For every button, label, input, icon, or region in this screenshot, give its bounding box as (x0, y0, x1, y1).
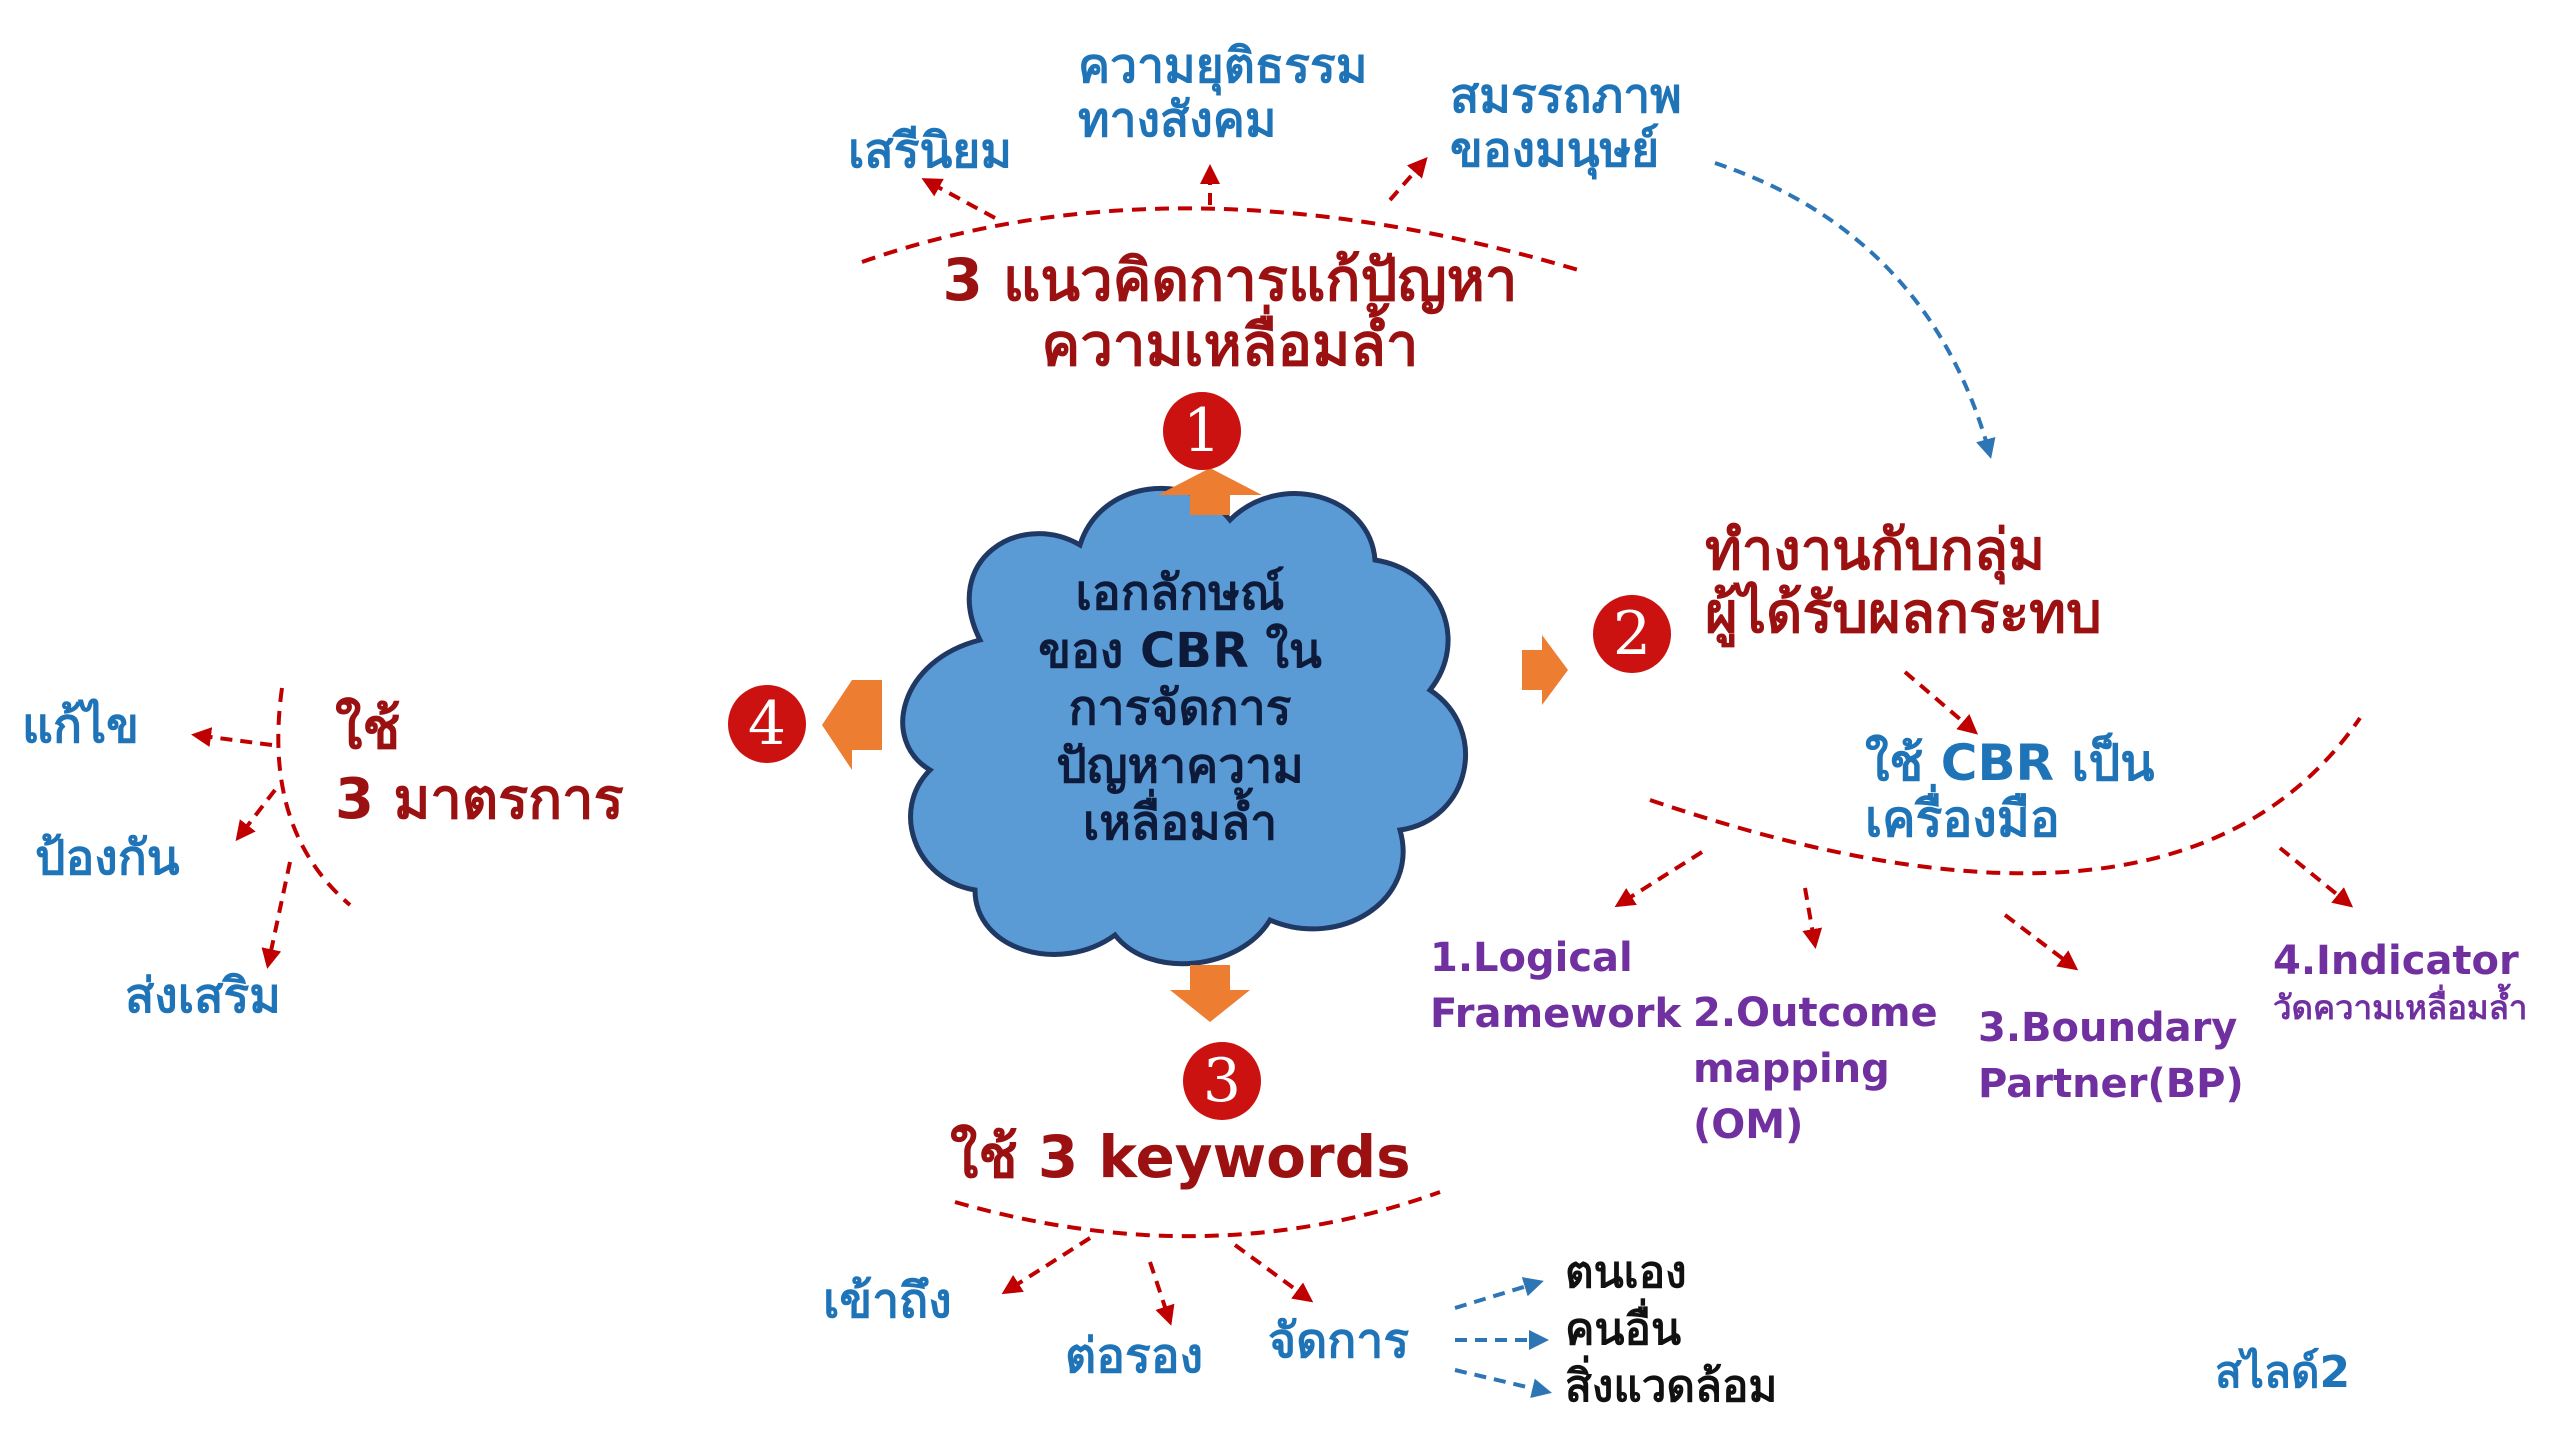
center-line: เอกลักษณ์ (1075, 565, 1285, 621)
tool-outcome-mapping: 2.Outcome mapping (OM) (1693, 990, 1938, 1148)
manage-target-others: คนอื่น (1565, 1304, 1682, 1355)
section4-number-badge: 4 (728, 685, 806, 763)
arrow-to-tool-logical-framework (1614, 850, 1704, 908)
arrow-to-tool-boundary-partner (2003, 913, 2079, 971)
center-line: ของ CBR ใน (1038, 622, 1322, 679)
section1-dashed-arc (861, 206, 1586, 274)
keyword-access: เข้าถึง (823, 1273, 952, 1329)
arrow-to-measure-prevent (235, 788, 277, 842)
section3-number-badge: 3 (1183, 1042, 1261, 1120)
arrow-to-tool-outcome-mapping (1802, 887, 1823, 949)
section1-number-badge: 1 (1163, 392, 1241, 470)
arrow-to-concept-liberalism (921, 178, 996, 220)
arrow-capability-to-section2 (1714, 161, 1996, 459)
arrow-to-keyword-access (1001, 1236, 1092, 1295)
arrow-to-manage-self (1454, 1277, 1544, 1310)
arrow-down-to-section3 (1170, 965, 1250, 1022)
arrow-right-to-section2 (1522, 635, 1568, 705)
cbr-tool-label: ใช้ CBR เป็น เครื่องมือ (1865, 734, 2155, 848)
slide-number-label: สไลด์2 (2215, 1347, 2351, 1398)
arrow-to-tool-indicator (2278, 846, 2354, 908)
arrow-to-measure-promote (261, 861, 292, 969)
section2-dashed-arc (1649, 716, 2362, 876)
section2-title: ทำงานกับกลุ่ม ผู้ได้รับผลกระทบ (1705, 518, 2102, 646)
concept-social-justice: ความยุติธรรม ทางสังคม (1078, 38, 1368, 148)
section4-title: ใช้ 3 มาตรการ (335, 697, 624, 832)
concept-liberalism: เสรีนิยม (848, 123, 1013, 179)
concept-human-capability: สมรรถภาพ ของมนุษย์ (1450, 68, 1682, 178)
section3-title: ใช้ 3 keywords (950, 1123, 1411, 1191)
keyword-negotiate: ต่อรอง (1065, 1328, 1204, 1384)
section2-number-badge: 2 (1593, 595, 1671, 673)
section3-dashed-arc (954, 1190, 1441, 1239)
keyword-manage: จัดการ (1268, 1313, 1410, 1369)
measure-prevent: ป้องกัน (35, 830, 180, 886)
center-line: ปัญหาความ (1056, 737, 1304, 794)
arrow-to-manage-environment (1454, 1368, 1552, 1399)
section4-dashed-arc (276, 687, 352, 907)
arrow-up-to-section1 (1158, 468, 1262, 515)
tool-indicator: 4.Indicator วัดความเหลื่อมล้ำ (2273, 938, 2528, 1027)
arrow-to-keyword-manage (1233, 1243, 1314, 1303)
measure-fix: แก้ไข (22, 698, 139, 754)
tool-boundary-partner: 3.Boundary Partner(BP) (1978, 1005, 2244, 1107)
center-line: เหลื่อมล้ำ (1082, 795, 1278, 852)
arrow-to-cbr-tool (1903, 670, 1979, 735)
arrow-left-to-section4 (822, 680, 882, 770)
manage-target-self: ตนเอง (1565, 1247, 1687, 1298)
arrow-to-keyword-negotiate (1148, 1261, 1175, 1326)
measure-promote: ส่งเสริม (125, 968, 281, 1024)
center-line: การจัดการ (1068, 680, 1292, 737)
arrow-to-concept-capability (1388, 156, 1428, 202)
section1-title: 3 แนวคิดการแก้ปัญหา ความเหลื่อมล้ำ (942, 246, 1518, 379)
tool-logical-framework: 1.Logical Framework (1430, 935, 1682, 1037)
manage-target-environment: สิ่งแวดล้อม (1565, 1361, 1778, 1412)
center-title: เอกลักษณ์ ของ CBR ใน การจัดการ ปัญหาความ… (960, 565, 1400, 853)
arrow-to-measure-fix (191, 727, 273, 747)
